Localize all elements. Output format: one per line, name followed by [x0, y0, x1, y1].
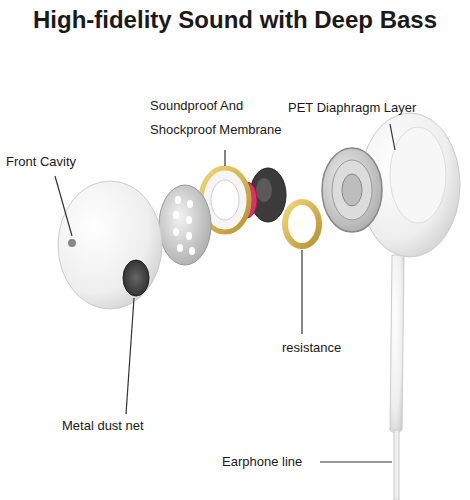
dust-net-disk — [159, 185, 211, 265]
part-label: resistance — [282, 336, 341, 360]
part-label: Soundproof And Shockproof Membrane — [150, 94, 300, 142]
leader-lines — [55, 124, 395, 462]
leader-line — [320, 461, 392, 462]
driver-housing — [322, 148, 382, 232]
leader-line — [126, 298, 134, 414]
leader-line — [390, 124, 395, 150]
resistance-ring — [285, 202, 319, 246]
part-label: PET Diaphragm Layer — [288, 96, 416, 120]
leader-line — [301, 250, 302, 334]
part-label: Front Cavity — [6, 150, 76, 174]
front-cavity-dome — [58, 181, 162, 309]
title: High-fidelity Sound with Deep Bass — [0, 6, 470, 34]
part-label: Earphone line — [222, 450, 302, 474]
leader-line — [55, 176, 72, 236]
part-label: Metal dust net — [62, 414, 144, 438]
leader-line — [224, 150, 225, 166]
